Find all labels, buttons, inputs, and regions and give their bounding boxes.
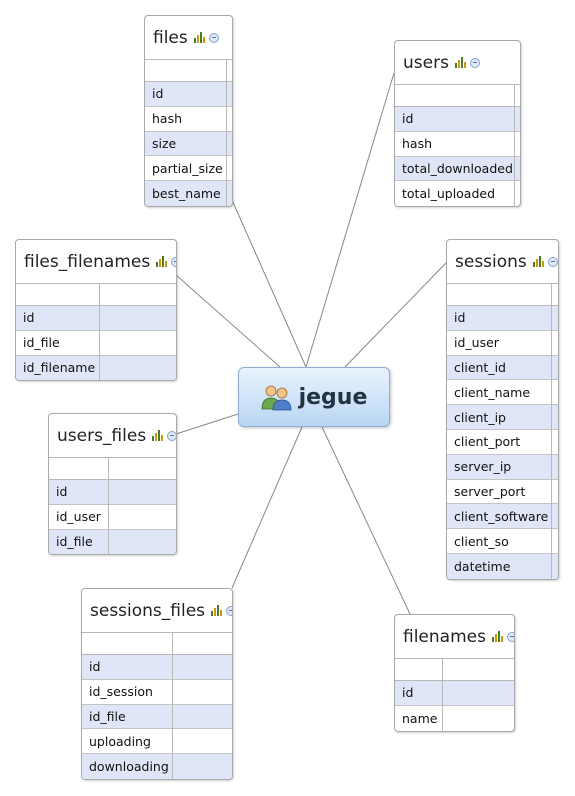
column-divider [442,659,443,731]
table-row[interactable]: id [395,681,514,706]
table-row[interactable]: server_port [447,480,558,505]
table-header: files [145,16,232,60]
table-row[interactable]: id_file [82,704,232,730]
table-users[interactable]: users id hash total_downloaded total_upl… [394,40,521,208]
table-subheader [49,458,176,480]
table-row[interactable]: total_downloaded [395,156,520,182]
table-subheader [447,284,558,306]
table-row[interactable]: id_filename [16,355,176,381]
table-row[interactable]: datetime [447,553,558,579]
table-row[interactable]: id_session [82,680,232,705]
column-divider [172,633,173,779]
table-header: files_filenames [16,240,176,284]
connector-line [175,413,239,435]
table-row[interactable]: client_ip [447,405,558,430]
collapse-icon[interactable] [506,631,514,642]
collapse-icon[interactable] [226,605,232,616]
central-topic[interactable]: jegue [238,367,390,427]
column-divider [226,60,227,206]
collapse-icon[interactable] [208,32,219,43]
table-row[interactable]: client_software [447,504,558,530]
table-subheader [16,284,176,306]
table-row[interactable]: hash [145,107,232,132]
table-header: sessions_files [82,589,232,633]
table-subheader [395,85,520,107]
chart-icon[interactable] [156,256,168,267]
table-row[interactable]: id [16,306,176,331]
chart-icon[interactable] [454,57,466,68]
chart-icon[interactable] [491,631,503,642]
table-users-files[interactable]: users_files id id_user id_file [48,413,177,556]
chart-icon[interactable] [193,32,205,43]
chart-icon[interactable] [152,430,164,441]
table-row[interactable]: client_port [447,430,558,455]
table-row[interactable]: partial_size [145,156,232,182]
collapse-icon[interactable] [171,256,176,267]
table-header: users_files [49,414,176,458]
table-row[interactable]: uploading [82,729,232,755]
table-row[interactable]: id [447,306,558,331]
collapse-icon[interactable] [469,57,480,68]
connector-line [344,262,447,368]
table-header: sessions [447,240,558,284]
chart-icon[interactable] [211,605,223,616]
table-sessions-files[interactable]: sessions_files id id_session id_file upl… [81,588,233,780]
connector-line [231,199,307,368]
chart-icon[interactable] [532,256,544,267]
table-header: filenames [395,615,514,659]
table-row[interactable]: id_file [16,331,176,356]
table-subheader [145,60,232,82]
collapse-icon[interactable] [167,430,176,441]
table-row[interactable]: client_id [447,355,558,381]
table-header: users [395,41,520,85]
table-row[interactable]: id_file [49,529,176,555]
collapse-icon[interactable] [547,256,558,267]
table-title: sessions [455,251,527,272]
connector-line [305,72,395,368]
table-title: files_filenames [24,251,151,272]
table-title: users_files [57,425,147,446]
table-title: sessions_files [90,600,206,621]
table-files[interactable]: files id hash size partial_size best_nam… [144,15,233,207]
connector-line [321,426,411,615]
table-row[interactable]: size [145,131,232,157]
table-row[interactable]: downloading [82,754,232,779]
table-filenames[interactable]: filenames id name [394,614,515,732]
table-row[interactable]: name [402,710,438,726]
table-row[interactable]: id [49,480,176,505]
column-divider [108,458,109,555]
table-row[interactable]: id [395,107,520,132]
users-group-icon [261,385,291,411]
table-title: users [403,52,449,73]
table-row[interactable]: id_user [49,505,176,530]
table-row[interactable]: client_so [447,529,558,554]
table-row[interactable]: client_name [447,380,558,406]
table-title: files [153,27,188,48]
table-row[interactable]: id [145,82,232,107]
table-row[interactable]: id_user [447,331,558,356]
table-subheader [395,659,514,681]
table-row[interactable]: total_uploaded [402,186,496,202]
table-row[interactable]: hash [395,132,520,157]
table-row[interactable]: best_name [145,181,232,206]
table-title: filenames [403,626,486,647]
table-files-filenames[interactable]: files_filenames id id_file id_filename [15,239,177,382]
table-sessions[interactable]: sessions id id_user client_id client_nam… [446,239,559,580]
connector-line [231,426,303,589]
table-row[interactable]: server_ip [447,454,558,480]
connector-line [175,274,281,368]
column-divider [99,284,100,381]
column-divider [514,85,515,207]
central-topic-label: jegue [298,384,368,410]
table-subheader [82,633,232,655]
table-row[interactable]: id [82,655,232,680]
column-divider [551,284,552,579]
